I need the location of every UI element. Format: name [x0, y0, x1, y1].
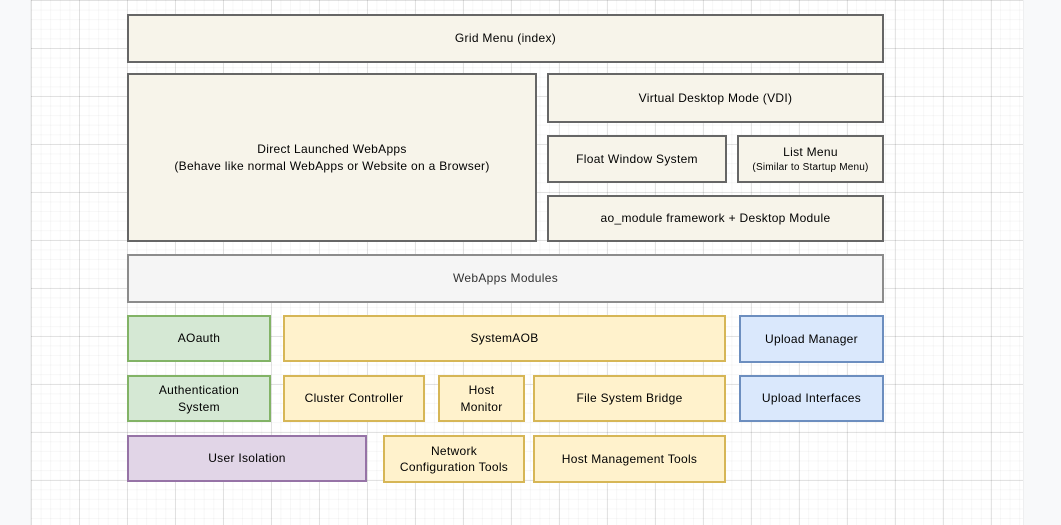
node-label: AOauth	[178, 330, 221, 346]
node-upload-manager[interactable]: Upload Manager	[739, 315, 884, 363]
node-label: Upload Interfaces	[762, 390, 861, 406]
node-virtual-desktop-mode[interactable]: Virtual Desktop Mode (VDI)	[547, 73, 884, 123]
node-upload-interfaces[interactable]: Upload Interfaces	[739, 375, 884, 422]
node-label: Host Management Tools	[562, 451, 697, 467]
node-user-isolation[interactable]: User Isolation	[127, 435, 367, 482]
node-file-system-bridge[interactable]: File System Bridge	[533, 375, 726, 422]
node-webapps-modules[interactable]: WebApps Modules	[127, 254, 884, 303]
node-label: Cluster Controller	[305, 390, 404, 406]
node-label: User Isolation	[208, 450, 286, 466]
node-grid-menu[interactable]: Grid Menu (index)	[127, 14, 884, 63]
node-ao-module-framework[interactable]: ao_module framework + Desktop Module	[547, 195, 884, 242]
node-host-monitor[interactable]: Host Monitor	[438, 375, 525, 422]
node-label: Network Configuration Tools	[400, 443, 508, 475]
node-network-configuration-tools[interactable]: Network Configuration Tools	[383, 435, 525, 483]
node-label: ao_module framework + Desktop Module	[601, 210, 831, 226]
node-direct-launched-webapps[interactable]: Direct Launched WebApps (Behave like nor…	[127, 73, 537, 242]
node-cluster-controller[interactable]: Cluster Controller	[283, 375, 425, 422]
node-host-management-tools[interactable]: Host Management Tools	[533, 435, 726, 483]
node-label: Direct Launched WebApps (Behave like nor…	[174, 141, 489, 173]
node-list-menu[interactable]: List Menu (Similar to Startup Menu)	[737, 135, 884, 183]
node-systemaob[interactable]: SystemAOB	[283, 315, 726, 362]
node-aoauth[interactable]: AOauth	[127, 315, 271, 362]
node-float-window-system[interactable]: Float Window System	[547, 135, 727, 183]
node-label: List Menu	[783, 144, 838, 160]
node-label: Upload Manager	[765, 331, 858, 347]
node-label: File System Bridge	[576, 390, 682, 406]
node-label: Authentication System	[159, 382, 239, 414]
node-authentication-system[interactable]: Authentication System	[127, 375, 271, 422]
node-label: Host Monitor	[460, 382, 502, 414]
diagram-grid-canvas[interactable]: Grid Menu (index) Direct Launched WebApp…	[31, 0, 1023, 525]
node-label: Grid Menu (index)	[455, 30, 556, 46]
node-label: SystemAOB	[470, 330, 538, 346]
node-label: Virtual Desktop Mode (VDI)	[639, 90, 793, 106]
node-sublabel: (Similar to Startup Menu)	[752, 161, 868, 175]
node-label: Float Window System	[576, 151, 698, 167]
node-label: WebApps Modules	[453, 270, 558, 286]
